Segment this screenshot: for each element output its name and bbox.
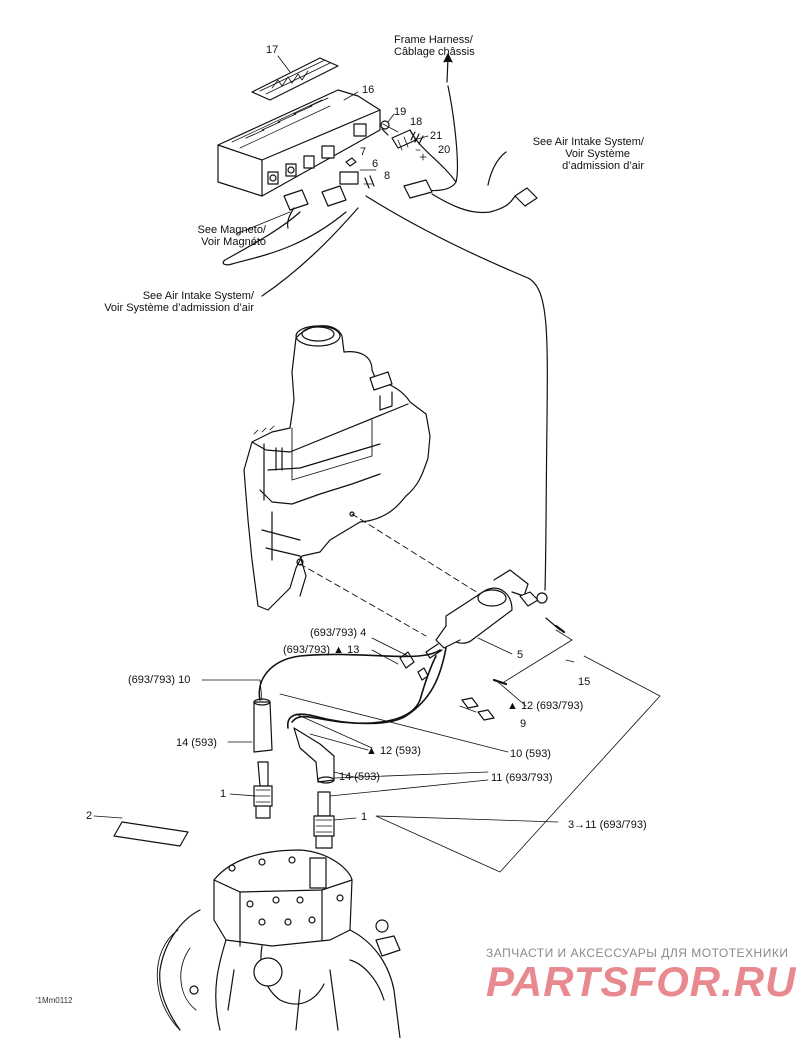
ref-air-intake-left: See Air Intake System/ Voir Système d’ad… [80, 290, 254, 314]
electrical-box-part-16 [217, 89, 381, 197]
spark-plug-wires [258, 647, 447, 729]
decal-part-2 [113, 821, 189, 847]
diagram-code: '1Mm0112 [36, 996, 73, 1005]
ref-air-intake-top-line1: See Air Intake System/ [532, 136, 644, 148]
callout-2: 2 [86, 810, 93, 822]
ref-frame-harness: Frame Harness/ Câblage châssis [394, 34, 475, 58]
ignition-coil-part-5 [425, 569, 566, 686]
ref-magneto-line1: See Magneto/ [197, 224, 267, 236]
callout-7: 7 [360, 146, 367, 158]
decal-part-17 [251, 57, 339, 101]
alignment-lines [299, 513, 487, 637]
ref-magneto: See Magneto/ Voir Magnéto [168, 224, 267, 248]
callout-14-593-left: 14 (593) [176, 737, 217, 749]
spark-plug-boots-part-14 [253, 698, 335, 784]
callout-11: 11 (693/793) [491, 772, 553, 784]
callout-17: 17 [266, 44, 279, 56]
callout-15: 15 [578, 676, 591, 688]
watermark-subtitle: ЗАПЧАСТИ И АКСЕССУАРЫ ДЛЯ МОТОТЕХНИКИ [486, 946, 789, 960]
callout-3-11: 3→11 (693/793) [568, 819, 647, 831]
callout-6: 6 [372, 158, 379, 170]
callout-10-693-793: (693/793) 10 [128, 674, 191, 686]
callout-10-593: 10 (593) [510, 748, 551, 760]
callout-18: 18 [410, 116, 423, 128]
callout-12-693-793: ▲ 12 (693/793) [507, 700, 584, 712]
ref-air-intake-top: See Air Intake System/ Voir Système d’ad… [510, 136, 644, 172]
leader-lines [93, 55, 661, 873]
callout-8: 8 [384, 170, 391, 182]
ref-air-intake-top-line3: d’admission d’air [562, 160, 644, 172]
connectors-6-7-8 [339, 157, 375, 189]
callout-9: 9 [520, 718, 527, 730]
ref-air-intake-left-line2: Voir Système d’admission d’air [104, 302, 254, 314]
ref-air-intake-left-line1: See Air Intake System/ [142, 290, 254, 302]
watermark-logo: PARTSFOR.RU [486, 958, 797, 1005]
small-parts-9-12-13 [399, 651, 495, 721]
callout-13: (693/793) ▲ 13 [283, 644, 360, 656]
callout-19: 19 [394, 106, 407, 118]
engine-cylinder-head [156, 849, 401, 1038]
ref-frame-harness-line2: Câblage châssis [394, 46, 475, 58]
ref-air-intake-top-line2: Voir Système [565, 148, 630, 160]
ref-magneto-line2: Voir Magnéto [201, 236, 266, 248]
callout-16: 16 [362, 84, 375, 96]
spark-plugs-part-1 [253, 761, 335, 849]
callout-21: 21 [430, 130, 443, 142]
oil-tank [243, 325, 431, 611]
callout-4: (693/793) 4 [310, 627, 367, 639]
callout-1-left: 1 [220, 788, 227, 800]
callout-1-right: 1 [361, 811, 368, 823]
callout-12-593: ▲ 12 (593) [366, 745, 421, 757]
harness-wires [222, 53, 548, 591]
callout-14-593-right: 14 (593) [339, 771, 380, 783]
ref-frame-harness-line1: Frame Harness/ [394, 34, 473, 46]
callout-20: 20 [438, 144, 451, 156]
callout-5: 5 [517, 649, 524, 661]
magneto-connectors [283, 185, 347, 229]
